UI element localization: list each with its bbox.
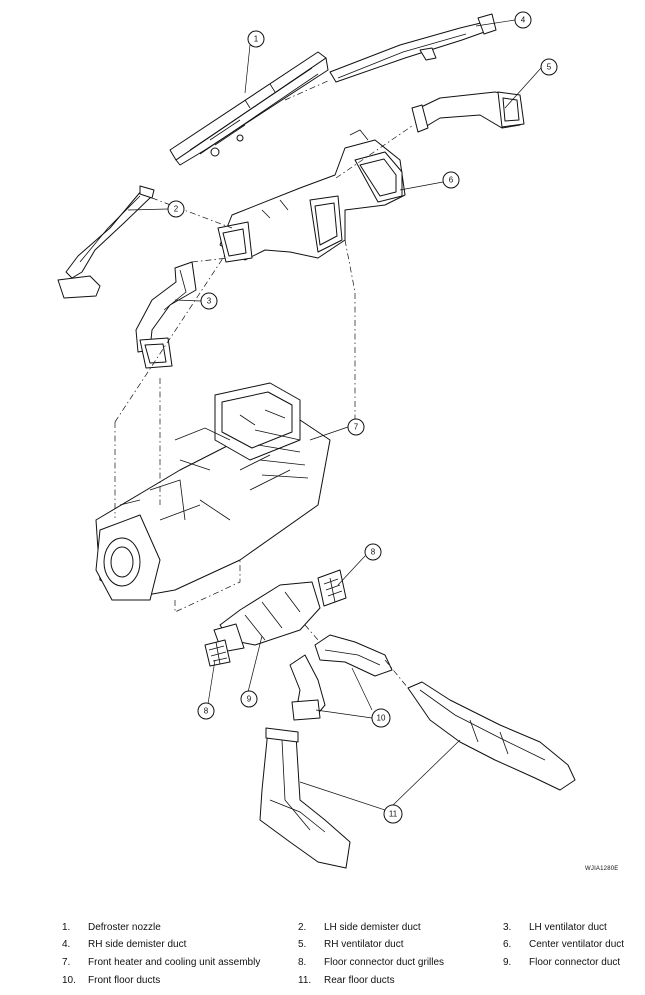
front-floor-duct-upper — [314, 634, 393, 677]
legend-number: 3. — [503, 922, 512, 933]
svg-text:4: 4 — [521, 16, 526, 25]
svg-text:5: 5 — [547, 63, 552, 72]
svg-text:2: 2 — [174, 205, 179, 214]
callout-10: 10 — [371, 708, 391, 728]
svg-text:7: 7 — [354, 423, 359, 432]
legend-number: 11. — [298, 975, 312, 986]
center-ventilator-duct — [217, 129, 406, 263]
callout-9: 9 — [240, 690, 258, 708]
callout-4: 4 — [514, 11, 532, 29]
legend-number: 5. — [298, 939, 307, 950]
floor-connector-duct-grille-left — [204, 639, 231, 667]
legend-number: 10. — [62, 975, 76, 986]
floor-connector-duct-grille-right — [317, 569, 347, 607]
legend-number: 4. — [62, 939, 71, 950]
exploded-duct-diagram: 1 4 5 6 2 3 7 8 8 9 10 11 — [57, 11, 576, 869]
svg-text:10: 10 — [377, 714, 386, 723]
floor-connector-duct — [213, 581, 321, 653]
callout-2: 2 — [167, 200, 185, 218]
front-floor-duct-lower — [289, 654, 326, 721]
callout-11: 11 — [383, 804, 403, 824]
callout-3: 3 — [200, 292, 218, 310]
svg-text:11: 11 — [389, 810, 398, 819]
lh-side-demister-duct — [57, 185, 155, 299]
legend-number: 2. — [298, 922, 307, 933]
legend-text: Floor connector duct — [529, 957, 621, 968]
callout-6: 6 — [442, 171, 460, 189]
rh-ventilator-duct — [411, 91, 525, 133]
rh-side-demister-duct — [329, 13, 497, 83]
legend-text: Defroster nozzle — [88, 922, 161, 933]
callout-7: 7 — [347, 418, 365, 436]
legend-text: Floor connector duct grilles — [324, 957, 445, 968]
svg-text:1: 1 — [254, 35, 259, 44]
figure-id: WJIA1280E — [585, 866, 619, 872]
legend-number: 1. — [62, 922, 71, 933]
parts-legend: 1. Defroster nozzle 2. LH side demister … — [0, 918, 645, 995]
callout-8-right: 8 — [364, 543, 382, 561]
legend-text: Rear floor ducts — [324, 975, 395, 986]
svg-text:8: 8 — [371, 548, 376, 557]
legend-number: 7. — [62, 957, 71, 968]
legend-text: Front floor ducts — [88, 975, 161, 986]
legend-text: RH ventilator duct — [324, 939, 404, 950]
rear-floor-duct-left — [259, 727, 351, 869]
callout-1: 1 — [247, 30, 265, 48]
callout-8-left: 8 — [197, 702, 215, 720]
legend-text: LH ventilator duct — [529, 922, 607, 933]
svg-text:3: 3 — [207, 297, 212, 306]
legend-text: Center ventilator duct — [529, 939, 625, 950]
alignment-lines — [114, 79, 413, 689]
heater-cooling-unit — [95, 382, 331, 601]
legend-number: 8. — [298, 957, 307, 968]
lh-ventilator-duct — [135, 261, 197, 369]
defroster-nozzle — [169, 51, 329, 166]
leader-lines — [127, 19, 542, 811]
legend-number: 9. — [503, 957, 512, 968]
legend-text: LH side demister duct — [324, 922, 421, 933]
legend-text: RH side demister duct — [88, 939, 187, 950]
rear-floor-duct-right — [407, 681, 576, 791]
svg-text:6: 6 — [449, 176, 454, 185]
callout-5: 5 — [540, 58, 558, 76]
legend-number: 6. — [503, 939, 512, 950]
svg-text:9: 9 — [247, 695, 252, 704]
svg-text:8: 8 — [204, 707, 209, 716]
legend-text: Front heater and cooling unit assembly — [88, 957, 261, 968]
